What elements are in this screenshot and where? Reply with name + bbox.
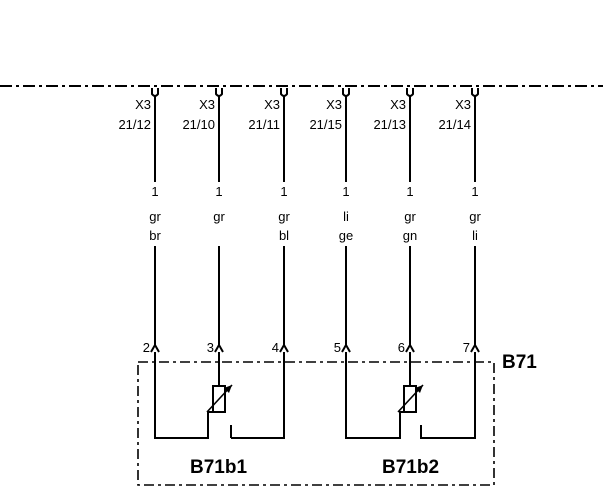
pin-number: 4 [272, 340, 279, 355]
wire-group: X3 21/12 1 gr br 2 X3 21/10 1 gr 3 X3 21/11 1 gr bl 4 X3 2… [118, 88, 484, 355]
connector-label: X3 [326, 97, 342, 112]
wire-color-primary: gr [404, 209, 416, 224]
connector-pin-ref: 21/13 [373, 117, 406, 132]
label-backing [275, 182, 293, 246]
pin-arrow-icon [341, 342, 351, 353]
connector-socket-icon [342, 88, 350, 97]
pin-arrow-icon [470, 342, 480, 353]
wire-size: 1 [215, 184, 222, 199]
component-label: B71 [502, 352, 537, 373]
connector-pin-ref: 21/12 [118, 117, 151, 132]
pin-arrow-icon [150, 342, 160, 353]
label-backing [210, 182, 228, 246]
wire-size: 1 [471, 184, 478, 199]
connector-label: X3 [390, 97, 406, 112]
wire-size: 1 [406, 184, 413, 199]
wire-4: X3 21/15 1 li ge 5 [309, 88, 355, 355]
connector-label: X3 [135, 97, 151, 112]
connector-socket-icon [280, 88, 288, 97]
sensor-label-b71b1: B71b1 [190, 457, 247, 478]
connector-label: X3 [264, 97, 280, 112]
wire-size: 1 [151, 184, 158, 199]
component-box [137, 361, 495, 486]
pin-number: 7 [463, 340, 470, 355]
wire-2: X3 21/10 1 gr 3 [182, 88, 228, 355]
pin-arrow-icon [214, 342, 224, 353]
connector-pin-ref: 21/10 [182, 117, 215, 132]
sensor-b71b1-circuit [154, 352, 285, 439]
wire-3: X3 21/11 1 gr bl 4 [248, 88, 293, 355]
wire-1: X3 21/12 1 gr br 2 [118, 88, 164, 355]
wire-color-secondary: br [149, 228, 161, 243]
wire-color-secondary: li [472, 228, 478, 243]
wire-color-secondary: ge [339, 228, 353, 243]
wire-6: X3 21/14 1 gr li 7 [438, 88, 484, 355]
sensor-label-b71b2: B71b2 [382, 457, 439, 478]
wire-size: 1 [342, 184, 349, 199]
pin-number: 3 [207, 340, 214, 355]
connector-pin-ref: 21/11 [248, 117, 280, 132]
connector-pin-ref: 21/15 [309, 117, 342, 132]
connector-label: X3 [455, 97, 471, 112]
connector-pin-ref: 21/14 [438, 117, 471, 132]
wire-color-primary: gr [278, 209, 290, 224]
pin-number: 6 [398, 340, 405, 355]
label-backing [466, 182, 484, 246]
pin-number: 5 [334, 340, 341, 355]
wire-size: 1 [280, 184, 287, 199]
label-backing [401, 182, 419, 246]
connector-socket-icon [471, 88, 479, 97]
wire-color-primary: li [343, 209, 349, 224]
connector-socket-icon [215, 88, 223, 97]
label-backing [337, 182, 355, 246]
connector-socket-icon [406, 88, 414, 97]
connector-label: X3 [199, 97, 215, 112]
wire-color-primary: gr [469, 209, 481, 224]
wire-color-primary: gr [213, 209, 225, 224]
label-backing [146, 182, 164, 246]
wire-5: X3 21/13 1 gr gn 6 [373, 88, 419, 355]
sensor-b71b2-circuit [345, 352, 476, 439]
wire-color-secondary: gn [403, 228, 417, 243]
pin-number: 2 [143, 340, 150, 355]
wire-color-primary: gr [149, 209, 161, 224]
connector-socket-icon [151, 88, 159, 97]
pin-arrow-icon [405, 342, 415, 353]
wire-color-secondary: bl [279, 228, 289, 243]
pin-arrow-icon [279, 342, 289, 353]
